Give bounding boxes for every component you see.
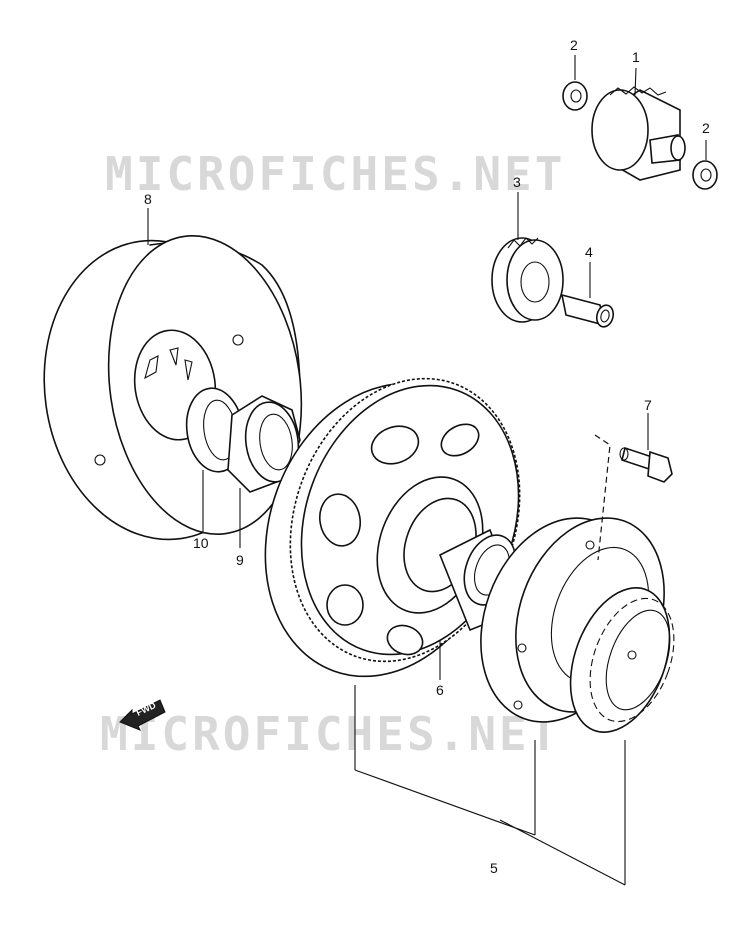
callout-6: 6 (436, 682, 444, 698)
part-1-shaft-gear (591, 86, 686, 181)
callout-4: 4 (585, 244, 593, 260)
part-4-pin (560, 293, 615, 328)
callout-3: 3 (513, 174, 521, 190)
arrow-left-icon (119, 699, 166, 731)
callout-10: 10 (193, 535, 209, 551)
watermark-top: MICROFICHES.NET (105, 147, 565, 201)
part-7-bolt (619, 446, 673, 483)
callout-2b: 2 (702, 120, 710, 136)
leader-lines (147, 55, 707, 886)
callout-9: 9 (236, 552, 244, 568)
callout-2a: 2 (570, 37, 578, 53)
part-3-idler-gear (491, 237, 564, 323)
alignment-line (594, 434, 611, 561)
part-6-gear (264, 377, 522, 678)
callout-1: 1 (632, 49, 640, 65)
part-5-clutch (480, 517, 675, 733)
callout-5: 5 (490, 860, 498, 876)
part-9-nut (227, 395, 301, 493)
part-2-washers (562, 81, 718, 190)
watermark-bottom: MICROFICHES.NET (100, 707, 560, 761)
callout-7: 7 (644, 397, 652, 413)
callout-8: 8 (144, 191, 152, 207)
